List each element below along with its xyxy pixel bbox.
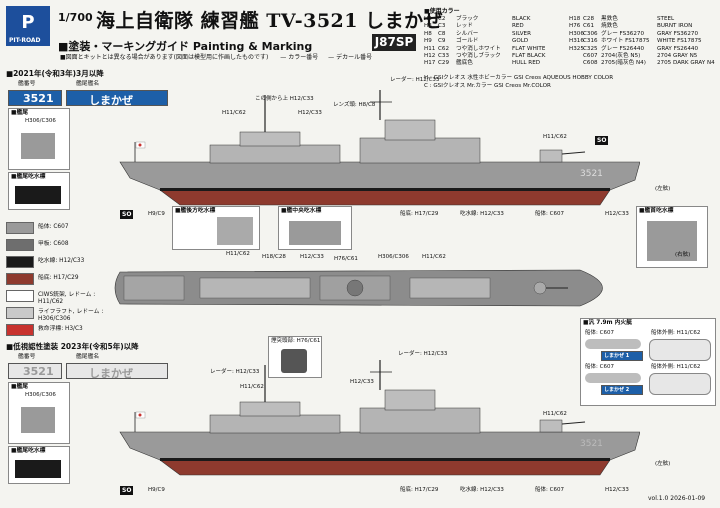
- brand-logo: P PIT-ROAD: [6, 6, 50, 46]
- color-swatch-label: ライフラフト, レドーム : H306/C306: [38, 309, 104, 322]
- anno-plan-2: H18/C28: [262, 254, 286, 260]
- anno-bot-3: H11/C62: [240, 384, 264, 390]
- funnel-top-box: 煙突頭部: H76/C61: [268, 336, 322, 378]
- mid-draft-box: ■艦中央吃水標: [278, 206, 352, 250]
- color-swatch-label: 船底: H17/C29: [38, 275, 79, 281]
- color-swatch-label: 船体: C607: [38, 224, 69, 230]
- color-swatch: [6, 273, 34, 285]
- logo-text: PIT-ROAD: [9, 37, 41, 44]
- color-table-heading: ■使用カラー: [424, 8, 460, 15]
- kit-code-badge: J87SP: [372, 34, 416, 51]
- anno-bot-7: (左舷): [655, 461, 671, 467]
- anno-top-10: 船体: C607: [535, 211, 564, 217]
- anno-top-9: 吃水線: H12/C33: [460, 211, 504, 217]
- color-swatch-label: 吃水線: H12/C33: [38, 258, 85, 264]
- color-swatch-label: CIWS銃架, レドーム : H11/C62: [38, 292, 96, 305]
- anno-top-1: この側から上 H12/C33: [255, 96, 314, 102]
- anno-top-2: H11/C62: [222, 110, 246, 116]
- decal-marker-so: SO: [595, 136, 609, 145]
- version-label: vol.1.0 2026-01-09: [648, 495, 706, 502]
- anno-bot-12: H9/C9: [148, 487, 165, 493]
- bow-draft-box: ■艦首吃水標 (右舷): [636, 206, 708, 268]
- stern-detail-box: ■艦尾 H306/C306: [8, 108, 70, 170]
- anno-plan-5: H76/C61: [334, 256, 358, 262]
- anno-bot-10: 船体: C607: [535, 487, 564, 493]
- ship-plan-view: [114, 269, 603, 307]
- color-swatch: [6, 256, 34, 268]
- section-2023-title: ■低視認性塗装 2023年(令和5年)以降: [6, 342, 139, 351]
- hull-no-label-2023: 艦番号: [18, 354, 36, 360]
- color-note-mr: C : GSIクレオス Mr.カラー GSI Creos Mr.COLOR: [424, 83, 551, 89]
- hull-number-decal-lowvis: 3521: [8, 363, 62, 379]
- decal-marker-so: SO: [120, 486, 134, 495]
- anno-top-5: レーダー: H12/C33: [390, 77, 440, 83]
- stern-name-label-2023: 艦尾艦名: [76, 354, 100, 360]
- anno-bot-6: H11/C62: [543, 411, 567, 417]
- stern-name-decal-lowvis: しまかぜ: [66, 363, 168, 380]
- decal-marker-so: SO: [120, 210, 134, 219]
- hull-no-label: 艦番号: [18, 81, 36, 87]
- hull-number-mark: 3521: [580, 169, 603, 179]
- stern-name-label: 艦尾艦名: [76, 81, 100, 87]
- anno-plan-1: H11/C62: [226, 251, 250, 257]
- stern-detail-box-2023: ■艦尾 H306/C306: [8, 382, 70, 444]
- anno-top-11: H12/C33: [605, 211, 629, 217]
- color-swatch: [6, 307, 34, 319]
- anno-bot-9: 吃水線: H12/C33: [460, 487, 504, 493]
- color-note-aqueous: H : GSIクレオス 水性ホビーカラー GSI Creos AQUEOUS H…: [424, 75, 614, 81]
- color-swatch: [6, 324, 34, 336]
- aft-draft-box: ■艦後方吃水標: [172, 206, 260, 250]
- stern-draft-box: ■艦尾吃水標: [8, 172, 70, 210]
- anno-bot-4: レーダー: H12/C33: [398, 351, 448, 357]
- anno-plan-6: H11/C62: [422, 254, 446, 260]
- anno-plan-4: H306/C306: [378, 254, 409, 260]
- anno-plan-3: H12/C33: [300, 254, 324, 260]
- stern-draft-box-2023: ■艦尾吃水標: [8, 446, 70, 484]
- color-swatch-label: 甲板: C608: [38, 241, 69, 247]
- boat-panel: ■汎 7.9m 内火艇 船体: C607 船体外側: H11/C62 しまかぜ …: [580, 318, 716, 406]
- anno-top-12: H9/C9: [148, 211, 165, 217]
- ship-profile-2023: 3521: [119, 360, 640, 476]
- anno-top-8: 船底: H17/C29: [400, 211, 439, 217]
- anno-top-4: レンズ頭: H8/C8: [333, 102, 376, 108]
- svg-text:P: P: [21, 12, 34, 33]
- ship-profile-2021: 3521: [119, 90, 640, 206]
- color-swatch: [6, 222, 34, 234]
- anno-top-3: H12/C33: [298, 110, 322, 116]
- anno-bot-2: レーダー: H12/C33: [210, 369, 260, 375]
- anno-bot-5: H12/C33: [350, 379, 374, 385]
- page-subtitle: ■塗装・マーキングガイド Painting & Marking: [58, 40, 313, 53]
- legend-note: ■図面とキットとは異なる場合があります(図面は模型用に作画したものです) — カ…: [60, 54, 373, 61]
- section-2021-title: ■2021年(令和3年)3月以降: [6, 69, 104, 78]
- page-title: 海上自衛隊 練習艦 TV-3521 しまかぜ: [96, 10, 444, 32]
- anno-top-7: (左舷): [655, 186, 671, 192]
- anno-bot-8: 船底: H17/C29: [400, 487, 439, 493]
- color-swatch: [6, 239, 34, 251]
- stern-name-decal: しまかぜ: [66, 90, 168, 107]
- color-swatch: [6, 290, 34, 302]
- color-swatch-label: 救命浮標: H3/C3: [38, 326, 83, 332]
- scale-label: 1/700: [58, 11, 93, 24]
- anno-bot-11: H12/C33: [605, 487, 629, 493]
- hull-number-decal: 3521: [8, 90, 62, 106]
- anno-top-6: H11/C62: [543, 134, 567, 140]
- hull-number-mark-lowvis: 3521: [580, 439, 603, 449]
